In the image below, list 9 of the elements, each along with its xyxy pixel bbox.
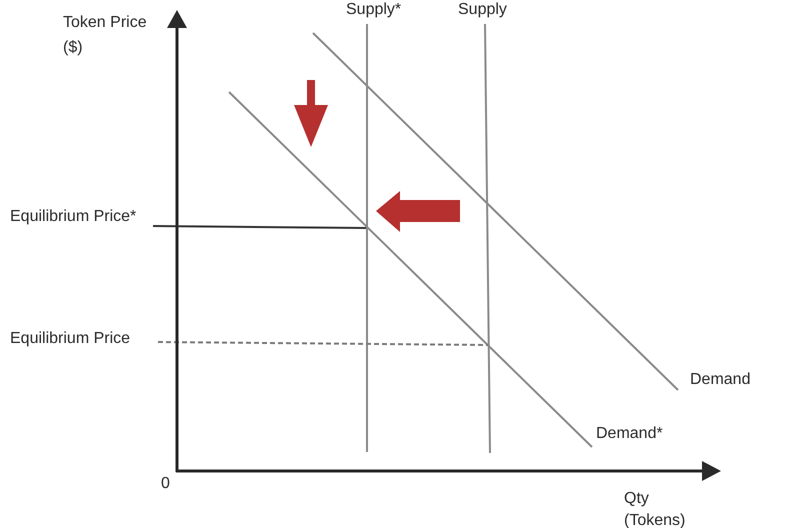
price-label: Equilibrium Price	[10, 329, 130, 349]
price-label: Equilibrium Price*	[10, 207, 136, 227]
origin-label: 0	[161, 474, 170, 494]
axis-title: Qty (Tokens)	[624, 489, 686, 528]
curve-label: Demand*	[596, 424, 663, 444]
curve-label: Demand	[690, 370, 750, 390]
curve-label: Supply	[458, 0, 507, 20]
curve-label: Supply*	[346, 0, 402, 20]
axis-title: Token Price ($)	[63, 13, 148, 58]
